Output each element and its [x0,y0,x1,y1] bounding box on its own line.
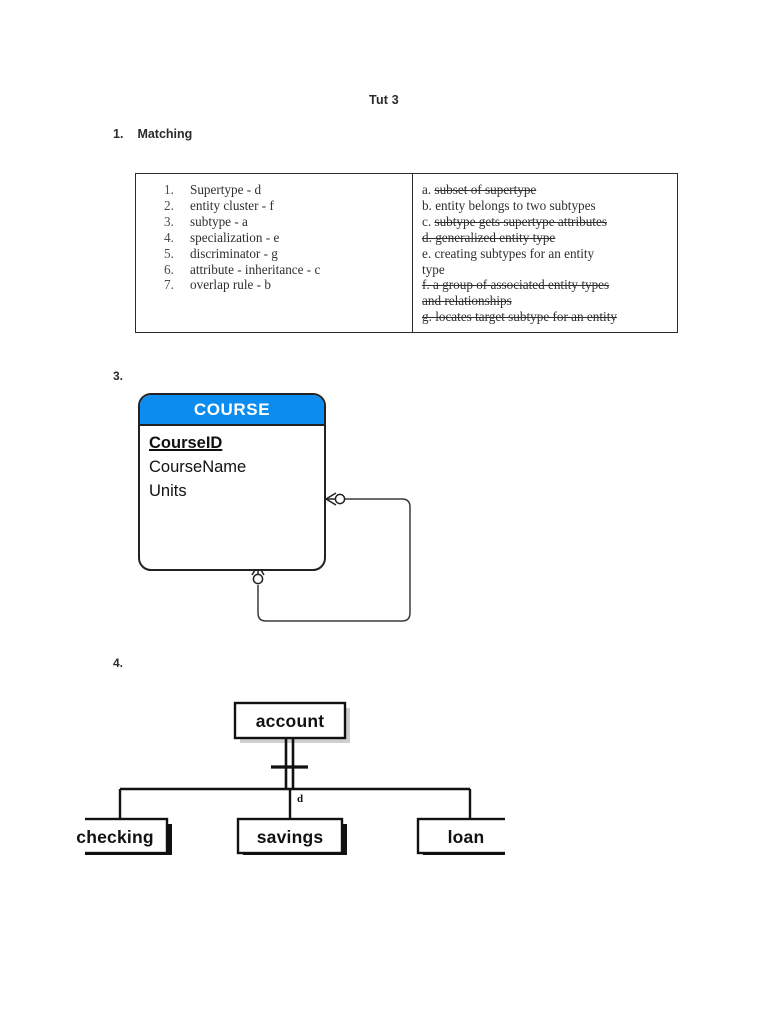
matching-definition-row: b. entity belongs to two subtypes [422,198,671,214]
page-title: Tut 3 [369,93,399,107]
isa-hierarchy [85,701,505,855]
matching-term-text: overlap rule - b [190,277,271,293]
matching-term-row: 5. discriminator - g [136,246,412,262]
matching-definition-text: generalized entity type [435,229,556,245]
matching-definition-letter: g. [422,309,436,325]
matching-term-text: attribute - inheritance - c [190,261,321,277]
matching-term-text: Supertype - d [190,182,262,197]
question-1-heading: 1. Matching [113,127,192,141]
matching-definition-row: e. creating subtypes for an entity [422,246,671,262]
question-4-diagram: account d checking savings loan [76,685,505,855]
matching-term-number: 6. [164,261,174,277]
crowsfoot-right [325,492,337,506]
matching-definition-letter: e. [422,245,435,261]
matching-definition-text: entity belongs to two subtypes [435,197,596,213]
matching-definition-row: d. generalized entity type [422,230,671,246]
matching-term-number: 4. [164,229,174,245]
matching-term-row: 3. subtype - a [136,214,412,230]
matching-definition-row: g. locates target subtype for an entity [422,309,671,325]
matching-table: 1. Supertype - d 2. entity cluster - f 3. sub… [135,173,678,333]
entity-attribute: CourseID [149,434,223,452]
matching-definition-letter: b. [422,197,436,213]
matching-definition-text: type [422,261,445,277]
matching-term-number: 2. [164,197,174,213]
matching-definition-text: and relationships [422,293,512,309]
supertype-label: account [255,711,325,731]
matching-term-row: 7. overlap rule - b [136,277,412,293]
matching-definition-letter: d. [422,229,436,245]
entity-attribute: CourseName [149,458,247,476]
loan-box [416,817,505,855]
recursive-relationship-connector [251,492,411,622]
matching-term-row: 6. attribute - inheritance - c [136,262,412,278]
matching-definition-letter: c. [422,213,435,229]
matching-term-row: 1. Supertype - d [136,182,412,198]
subtype-label-checking: checking [76,827,154,847]
matching-term-text: specialization - e [190,229,280,245]
matching-definition-row: f. a group of associated entity types [422,277,671,293]
matching-terms-column: 1. Supertype - d 2. entity cluster - f 3. sub… [136,174,413,332]
question-3-number: 3. [113,369,124,383]
question-1-label: Matching [137,127,193,141]
entity-course-header: COURSE [140,395,324,426]
checking-box [85,817,169,855]
subtype-label-savings: savings [256,827,324,847]
matching-definition-text: a group of associated entity types [433,277,610,293]
matching-definition-row: c. subtype gets supertype attributes [422,214,671,230]
question-4-number: 4. [113,656,124,670]
discriminator-label: d [297,793,304,805]
matching-definition-text: creating subtypes for an entity [434,245,595,261]
matching-definition-row: a. subset of supertype [422,182,671,198]
matching-definition-letter: a. [422,182,435,197]
matching-term-text: entity cluster - f [190,197,274,213]
subtype-label-loan: loan [447,827,485,847]
optional-circle-right [334,493,346,505]
matching-term-number: 3. [164,213,174,229]
savings-box [236,817,344,855]
matching-definition-text: locates target subtype for an entity [435,309,617,325]
optional-circle-bottom [252,573,264,585]
account-box [233,701,347,740]
matching-definition-letter: f. [422,277,433,293]
matching-term-row: 2. entity cluster - f [136,198,412,214]
matching-definition-row: and relationships [422,293,671,309]
matching-term-text: discriminator - g [190,245,278,261]
matching-definition-row: type [422,262,671,278]
entity-attribute: Units [149,482,187,500]
question-1-number: 1. [113,127,124,141]
matching-term-number: 1. [164,182,174,197]
matching-term-row: 4. specialization - e [136,230,412,246]
matching-definition-text: subset of supertype [434,182,537,197]
matching-term-text: subtype - a [190,213,248,229]
matching-definition-text: subtype gets supertype attributes [434,213,607,229]
matching-term-number: 5. [164,245,174,261]
matching-term-number: 7. [164,277,174,293]
